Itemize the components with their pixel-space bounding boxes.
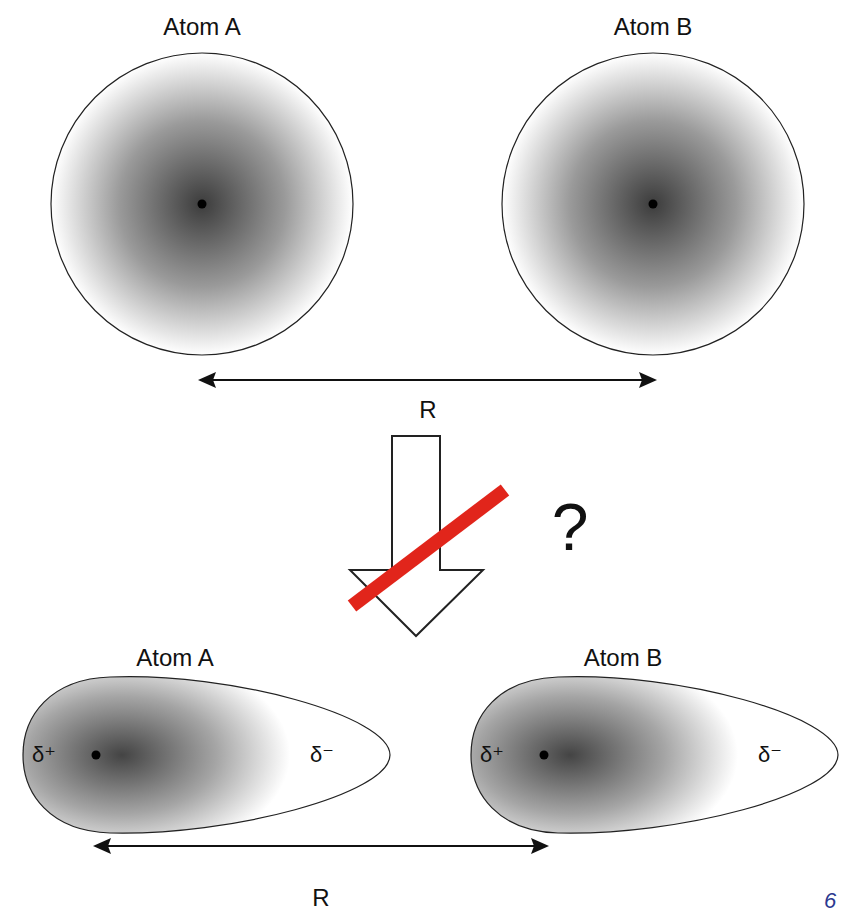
atom-circle: Atom B (501, 52, 805, 356)
electron-cloud (51, 53, 353, 355)
polarized-atom: Atom Aδ⁺δ⁻ (22, 676, 392, 834)
distance-label: R (312, 884, 329, 912)
nucleus-dot (649, 200, 658, 209)
question-mark: ? (552, 490, 589, 566)
nucleus-dot (92, 751, 101, 760)
atom-outline (470, 676, 840, 834)
atom-label: Atom A (163, 13, 240, 41)
electron-cloud (471, 677, 838, 834)
polarized-atom: Atom Bδ⁺δ⁻ (470, 676, 840, 834)
distance-arrow (198, 372, 657, 388)
atom-outline (50, 52, 354, 356)
charge-label: δ⁺ (480, 742, 504, 767)
page-number: 6 (824, 889, 836, 914)
nucleus-dot (198, 200, 207, 209)
charge-label: δ⁻ (310, 742, 334, 767)
charge-label: δ⁻ (758, 742, 782, 767)
atom-label: Atom B (584, 644, 663, 672)
transition-arrow (350, 436, 483, 636)
distance-label: R (419, 396, 436, 424)
distance-arrow (93, 838, 549, 854)
atom-label: Atom A (136, 644, 213, 672)
electron-cloud (23, 677, 390, 834)
atom-label: Atom B (614, 13, 693, 41)
atom-circle: Atom A (50, 52, 354, 356)
nucleus-dot (540, 751, 549, 760)
forbidden-slash (352, 490, 505, 606)
atom-outline (501, 52, 805, 356)
atom-outline (22, 676, 392, 834)
charge-label: δ⁺ (32, 742, 56, 767)
electron-cloud (502, 53, 804, 355)
